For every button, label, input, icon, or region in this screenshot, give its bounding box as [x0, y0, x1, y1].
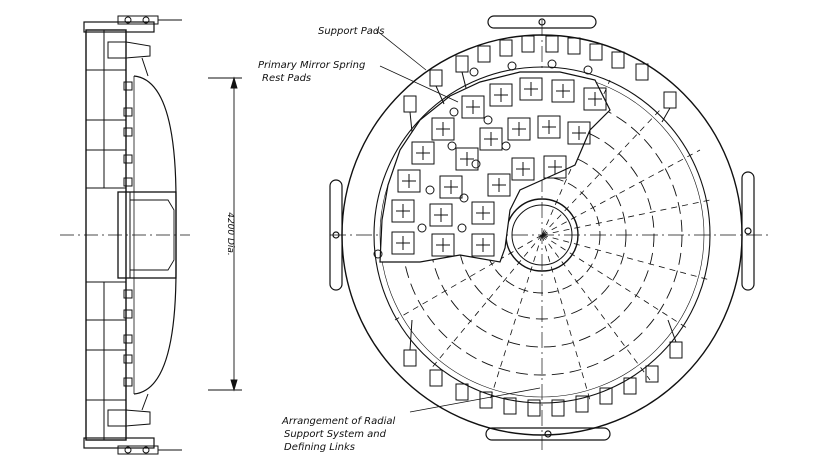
diameter-dimension — [208, 76, 242, 392]
label-radial-support-line1: Arrangement of Radial — [281, 416, 396, 427]
radial-support-links — [403, 35, 683, 417]
label-spring-rest-pads-line1: Primary Mirror Spring — [258, 60, 365, 71]
label-radial-support-line2: Support System and — [284, 429, 387, 440]
side-rollers — [329, 15, 755, 441]
label-radial-support-line3: Defining Links — [284, 442, 355, 453]
plan-view — [329, 15, 768, 450]
support-pad-grid — [391, 77, 607, 257]
spring-rest-pads — [373, 59, 593, 259]
side-section-view — [60, 15, 190, 455]
label-spring-rest-pads-line2: Rest Pads — [262, 73, 311, 84]
label-support-pads: Support Pads — [318, 26, 384, 37]
diameter-label: 4200 Dia. — [225, 212, 235, 256]
